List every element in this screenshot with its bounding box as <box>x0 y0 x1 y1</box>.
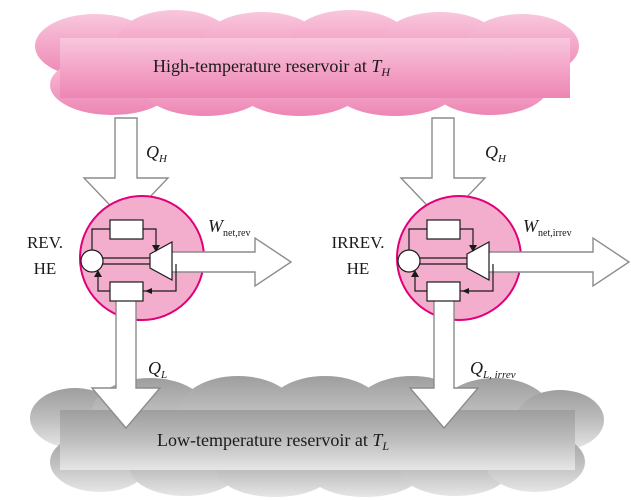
irrev-work-output-arrow <box>486 236 631 288</box>
reversible-heat-engine <box>79 117 293 430</box>
irrev-work-output-label: Wnet,irrev <box>523 216 572 239</box>
rev-heat-rejection-label: QL <box>148 358 167 381</box>
rev-work-output-arrow <box>169 236 293 288</box>
irrev-engine-label-line1: IRREV. <box>331 233 384 252</box>
high-temperature-reservoir <box>35 10 579 116</box>
irrev-heat-rejection-arrow <box>408 299 480 430</box>
rev-engine-label-line2: HE <box>34 259 57 278</box>
irrev-engine-label-line2: HE <box>347 259 370 278</box>
rev-heat-input-label: QH <box>146 142 168 165</box>
low-reservoir-label: Low-temperature reservoir at TL <box>157 430 389 453</box>
rev-heat-rejection-arrow <box>90 299 162 430</box>
irreversible-heat-engine <box>396 117 631 430</box>
irrev-heat-input-label: QH <box>485 142 507 165</box>
irrev-cycle-schematic <box>397 219 494 302</box>
rev-cycle-schematic <box>80 219 177 302</box>
irrev-heat-rejection-label: QL, irrev <box>470 358 516 381</box>
rev-work-output-label: Wnet,rev <box>208 216 251 239</box>
high-reservoir-label: High-temperature reservoir at TH <box>153 56 391 79</box>
rev-engine-label-line1: REV. <box>27 233 63 252</box>
